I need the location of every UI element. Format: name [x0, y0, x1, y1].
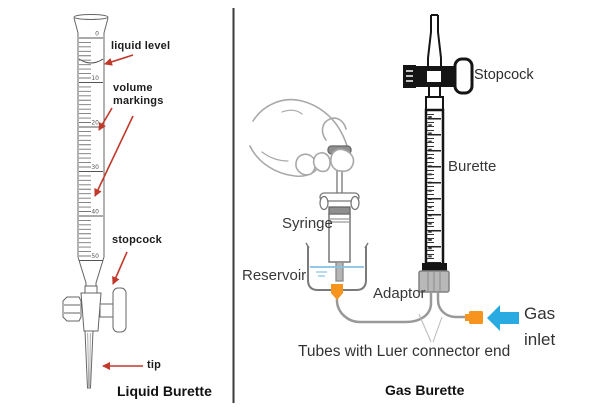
adaptor-label: Adaptor — [373, 285, 426, 302]
hand-crease — [281, 109, 303, 115]
burette-wall-left — [73, 17, 79, 257]
gas-tip-left — [427, 15, 432, 67]
flange-wing — [319, 195, 329, 211]
stopcock-label-right: Stopcock — [474, 67, 534, 83]
gas-joint — [425, 96, 444, 111]
syringe-nozzle — [335, 261, 344, 282]
tip-label: tip — [147, 359, 162, 371]
tube-pointer-lines — [418, 313, 443, 343]
scale-value: 50 — [91, 253, 99, 260]
annotation-arrows — [94, 54, 143, 370]
gas-stopcock-knob — [453, 57, 474, 95]
liquid-burette-title: Liquid Burette — [117, 383, 212, 399]
burette-label: Burette — [448, 158, 497, 175]
liquid-stopcock-illustration — [62, 285, 127, 333]
reservoir-tube — [335, 292, 433, 324]
gas-inlet-arrow-icon — [487, 305, 519, 331]
meniscus-curve — [78, 58, 104, 64]
hand-top-contour — [252, 98, 349, 152]
thumb-outline — [321, 117, 347, 141]
gas-inlet-tube — [436, 292, 469, 319]
fingers-illustration — [295, 148, 355, 176]
scale-value: 30 — [91, 164, 99, 171]
syringe-label: Syringe — [282, 215, 333, 232]
tip-bore — [89, 332, 91, 388]
hand-crease — [261, 151, 289, 162]
volume-markings-label: volume markings — [113, 82, 164, 107]
curled-finger — [295, 153, 316, 176]
liquid-level-label: liquid level — [111, 40, 171, 52]
gas-inlet-label: Gas inlet — [524, 304, 556, 349]
tip-glass — [84, 330, 94, 389]
flange-wing — [350, 195, 360, 211]
plug-ridges — [406, 70, 413, 82]
syringe-flange — [319, 192, 360, 202]
syringe-illustration — [319, 145, 360, 282]
scale-numbers: 0 10 20 30 40 50 — [91, 31, 99, 261]
index-finger — [330, 148, 355, 173]
gas-stopcock-core — [427, 71, 441, 82]
volume-markings-arrow-icon — [94, 115, 134, 197]
luer-connectors — [331, 284, 483, 324]
gas-burette-title: Gas Burette — [385, 382, 465, 398]
barrel-collar — [328, 206, 351, 215]
luer-connector-reservoir-icon — [331, 284, 343, 300]
scale-value: 20 — [91, 120, 99, 127]
tip-bore — [87, 332, 90, 388]
liquid-level-arrow-icon — [104, 54, 134, 66]
tubes-label: Tubes with Luer connector end — [298, 343, 511, 360]
stopcock-body — [80, 292, 102, 332]
adaptor-illustration — [418, 270, 450, 293]
stopcock-handle — [112, 287, 127, 333]
water-marks — [310, 266, 364, 277]
gas-tip-right — [437, 15, 442, 67]
burette-rim — [73, 14, 109, 20]
volume-markings-arrow-icon — [98, 107, 113, 131]
scale-value: 40 — [91, 209, 99, 216]
stopcock-arrow-icon — [112, 251, 128, 285]
tube-illustrations — [335, 292, 469, 324]
reservoir-label: Reservoir — [242, 267, 307, 284]
burette-tip-illustration — [84, 330, 94, 389]
luer-connector-gas-icon — [465, 311, 483, 324]
stopcock-label-left: stopcock — [112, 234, 162, 246]
liquid-burette-illustration: 0 10 20 30 40 50 — [62, 14, 127, 389]
gas-burette-illustration — [403, 14, 474, 273]
scale-value: 0 — [95, 31, 99, 38]
stopcock-nut — [62, 296, 82, 322]
burette-wall-right — [103, 17, 109, 257]
scale-value: 10 — [91, 75, 99, 82]
stopcock-neck — [84, 285, 98, 294]
curled-finger — [312, 152, 331, 173]
